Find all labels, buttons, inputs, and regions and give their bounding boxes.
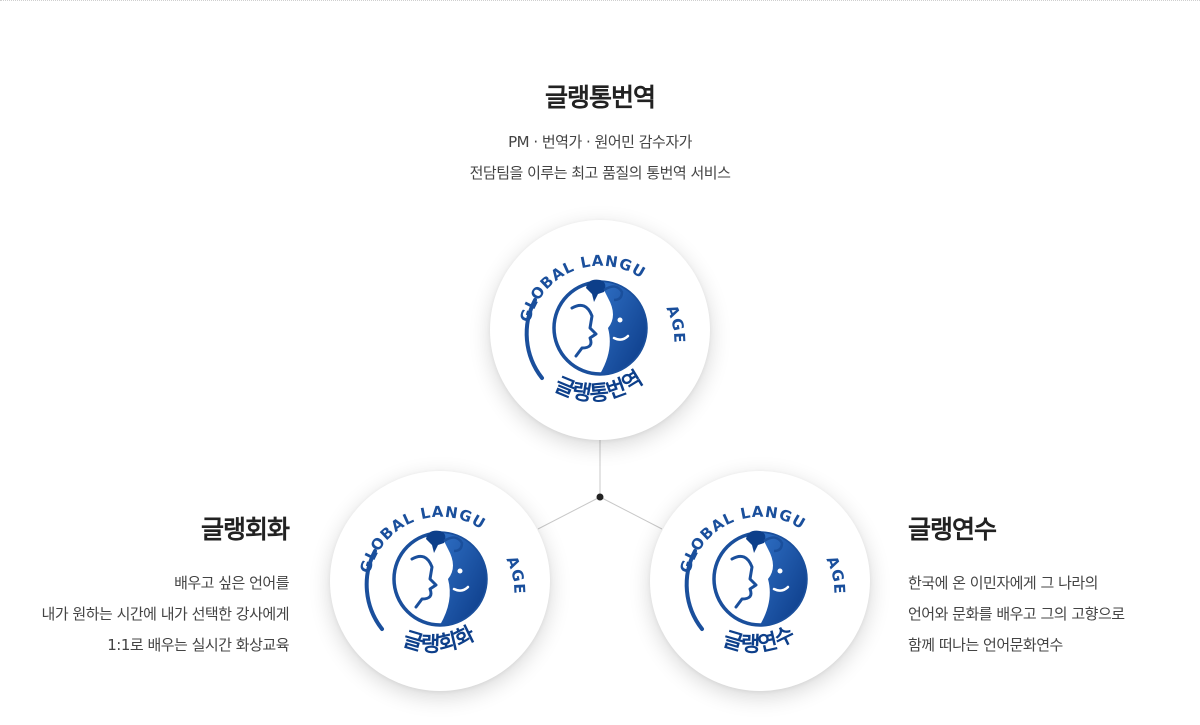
service-translation: 글랭통번역 PM · 번역가 · 원어민 감수자가 전담팀을 이루는 최고 품질… (0, 78, 1200, 189)
svg-text:AGE: AGE (663, 302, 689, 344)
description-line: 1:1로 배우는 실시간 화상교육 (107, 636, 289, 654)
service-title: 글랭회화 (200, 515, 290, 544)
description-line: 내가 원하는 시간에 내가 선택한 강사에게 (41, 605, 290, 623)
translation-logo-badge[interactable]: GLOBAL LANGU AGE 글랭통번역 (490, 220, 710, 440)
training-logo-badge[interactable]: GLOBAL LANGU AGE 글랭연수 (650, 471, 870, 691)
description-line: 함께 떠나는 언어문화연수 (908, 636, 1063, 654)
service-title: 글랭통번역 (544, 83, 656, 112)
connector-node (596, 493, 604, 501)
svg-text:AGE: AGE (823, 553, 849, 595)
svg-text:AGE: AGE (503, 553, 529, 595)
global-language-logo: GLOBAL LANGU AGE 글랭연수 (676, 503, 849, 657)
description-line: 전담팀을 이루는 최고 품질의 통번역 서비스 (469, 164, 731, 182)
description-line: PM · 번역가 · 원어민 감수자가 (508, 133, 692, 151)
svg-text:글랭연수: 글랭연수 (721, 622, 799, 657)
description-line: 배우고 싶은 언어를 (174, 574, 289, 592)
conversation-logo-badge[interactable]: GLOBAL LANGU AGE 글랭회화 (330, 471, 550, 691)
service-description: 한국에 온 이민자에게 그 나라의 언어와 문화를 배우고 그의 고향으로 함께… (908, 568, 1198, 661)
service-conversation: 글랭회화 배우고 싶은 언어를 내가 원하는 시간에 내가 선택한 강사에게 1… (0, 510, 290, 661)
global-language-logo: GLOBAL LANGU AGE 글랭회화 (356, 503, 529, 657)
service-description: 배우고 싶은 언어를 내가 원하는 시간에 내가 선택한 강사에게 1:1로 배… (0, 568, 290, 661)
description-line: 언어와 문화를 배우고 그의 고향으로 (908, 605, 1125, 623)
top-divider (0, 0, 1200, 1)
service-title: 글랭연수 (908, 515, 997, 544)
service-description: PM · 번역가 · 원어민 감수자가 전담팀을 이루는 최고 품질의 통번역 … (0, 127, 1200, 189)
service-training: 글랭연수 한국에 온 이민자에게 그 나라의 언어와 문화를 배우고 그의 고향… (908, 510, 1198, 661)
global-language-logo: GLOBAL LANGU AGE 글랭통번역 (516, 252, 689, 406)
description-line: 한국에 온 이민자에게 그 나라의 (908, 574, 1098, 592)
